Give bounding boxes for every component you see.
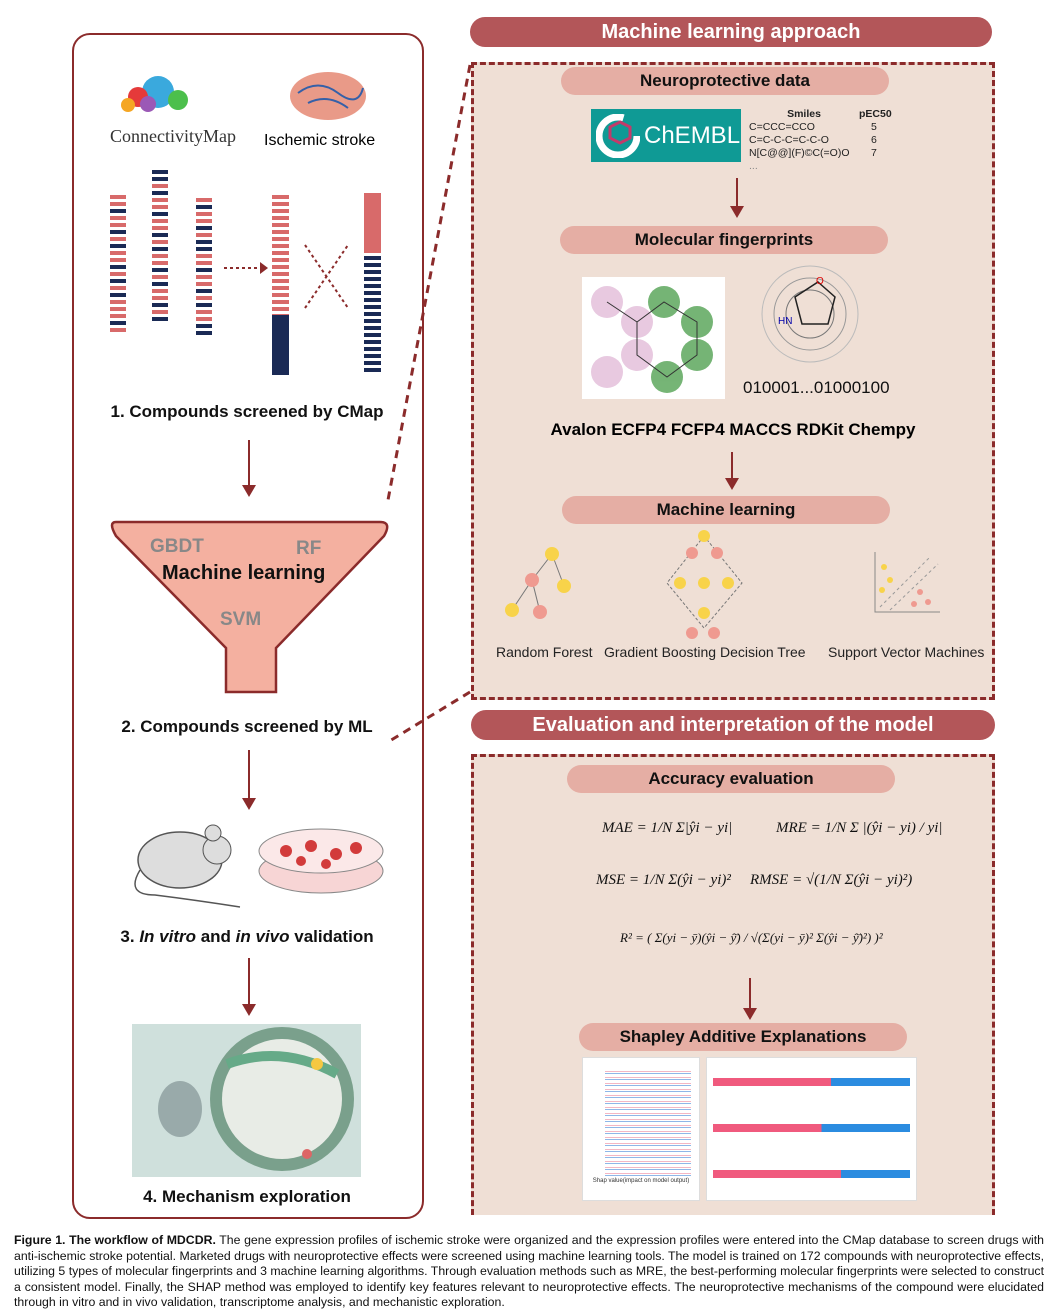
pec50-header: pEC50: [859, 108, 892, 120]
figure-caption: Figure 1. The workflow of MDCDR. The gen…: [14, 1233, 1044, 1310]
r2-formula: R² = ( Σ(yi − ȳ)(ŷi − ŷ̄) / √(Σ(yi − ȳ)²…: [620, 930, 883, 945]
rmse-formula: RMSE = √(1/N Σ(ŷi − yi)²): [750, 872, 913, 888]
svg-text:O: O: [816, 276, 824, 287]
mre-formula: MRE = 1/N Σ |(ŷi − yi) / yi|: [776, 820, 943, 836]
funnel-svm: SVM: [220, 609, 262, 630]
mae-formula: MAE = 1/N Σ|ŷi − yi|: [602, 820, 733, 836]
model-random-forest: Random Forest: [496, 644, 593, 660]
mse-formula: MSE = 1/N Σ(ŷi − yi)²: [596, 872, 731, 888]
shap-pill: Shapley Additive Explanations: [579, 1023, 907, 1051]
step3-suffix: validation: [289, 927, 374, 946]
down-arrow-icon: [730, 178, 744, 218]
caption-text: The gene expression profiles of ischemic…: [14, 1233, 1044, 1309]
random-forest-icon: [505, 547, 571, 619]
svg-text:HN: HN: [778, 316, 792, 327]
step3-label: 3. In vitro and in vivo validation: [72, 927, 422, 947]
model-gbdt: Gradient Boosting Decision Tree: [604, 644, 806, 660]
smiles-table: Smiles pEC50 C=CCC=CCO 5 C=C-C-C=C-C-O 6 N[…: [749, 108, 892, 173]
step3-invivo: in vivo: [235, 927, 290, 946]
shap-summary-plot: Shap value(impact on model output): [582, 1057, 700, 1201]
expression-profile-bars: [196, 198, 212, 335]
funnel-title: Machine learning: [162, 562, 326, 584]
svm-icon: [874, 552, 940, 613]
cmap-logo-text: ConnectivityMap: [110, 126, 236, 146]
smiles-header: Smiles: [787, 108, 821, 120]
smiles-cell: C=C-C-C=C-C-O: [749, 134, 829, 146]
down-arrow-icon: [242, 440, 256, 497]
evaluation-banner: Evaluation and interpretation of the mod…: [471, 710, 995, 740]
pec50-cell: 6: [871, 134, 877, 146]
shap-force-plots: [706, 1057, 917, 1201]
ml-funnel-icon: [110, 520, 389, 694]
chembl-logo-icon: [596, 114, 640, 158]
smiles-cell: N[C@@](F)©C(=O)O: [749, 147, 850, 159]
fingerprint-bitstring: 010001...01000100: [743, 378, 890, 397]
cell-culture-dish-icon: [258, 828, 384, 894]
ecfp-circular-molecule: O HN: [761, 265, 859, 363]
table-more: ...: [749, 160, 758, 172]
brain-icon: [288, 68, 368, 133]
shap-xlabel: Shap value(impact on model output): [592, 1178, 690, 1184]
model-svm: Support Vector Machines: [828, 644, 985, 660]
chembl-text: ChEMBL: [644, 122, 741, 149]
step3-prefix: 3.: [120, 927, 140, 946]
down-arrow-icon: [743, 978, 757, 1020]
down-arrow-icon: [242, 750, 256, 810]
mouse-icon: [134, 824, 241, 908]
machine-learning-pill: Machine learning: [562, 496, 890, 524]
fingerprint-highlight-molecule: [582, 277, 725, 399]
zoom-connector-lines: [386, 64, 472, 744]
accuracy-evaluation-pill: Accuracy evaluation: [567, 765, 895, 793]
expression-profile-bars: [152, 170, 168, 321]
ml-approach-banner: Machine learning approach: [470, 17, 992, 47]
step4-label: 4. Mechanism exploration: [143, 1187, 351, 1206]
sorted-profile-bar-down: [272, 315, 289, 375]
pec50-cell: 7: [871, 147, 877, 159]
expression-profile-bars: [110, 195, 126, 332]
workflow-left-panel: [72, 33, 424, 1219]
mechanism-illustration: [132, 1024, 361, 1177]
pec50-cell: 5: [871, 121, 877, 133]
step2-label: 2. Compounds screened by ML: [121, 717, 373, 736]
query-signature-up: [364, 193, 381, 253]
gbdt-icon: [666, 530, 743, 639]
down-arrow-icon: [725, 452, 739, 490]
funnel-rf: RF: [296, 538, 322, 559]
molecular-fingerprints-pill: Molecular fingerprints: [560, 226, 888, 254]
chembl-logo: ChEMBL: [591, 109, 741, 162]
ischemic-stroke-label: Ischemic stroke: [264, 132, 376, 149]
cross-arrows-icon: [304, 244, 349, 309]
step3-and: and: [195, 927, 236, 946]
fingerprint-types: Avalon ECFP4 FCFP4 MACCS RDKit Chempy: [550, 420, 916, 439]
step3-invitro: In vitro: [139, 927, 196, 946]
down-arrow-icon: [242, 958, 256, 1016]
funnel-gbdt: GBDT: [150, 536, 204, 557]
smiles-cell: C=CCC=CCO: [749, 121, 815, 133]
caption-title: Figure 1. The workflow of MDCDR.: [14, 1233, 216, 1247]
cmap-logo-icon: [108, 72, 228, 112]
dotted-arrow-icon: [224, 262, 268, 274]
neuroprotective-data-pill: Neuroprotective data: [561, 67, 889, 95]
step1-label: 1. Compounds screened by CMap: [110, 402, 384, 421]
